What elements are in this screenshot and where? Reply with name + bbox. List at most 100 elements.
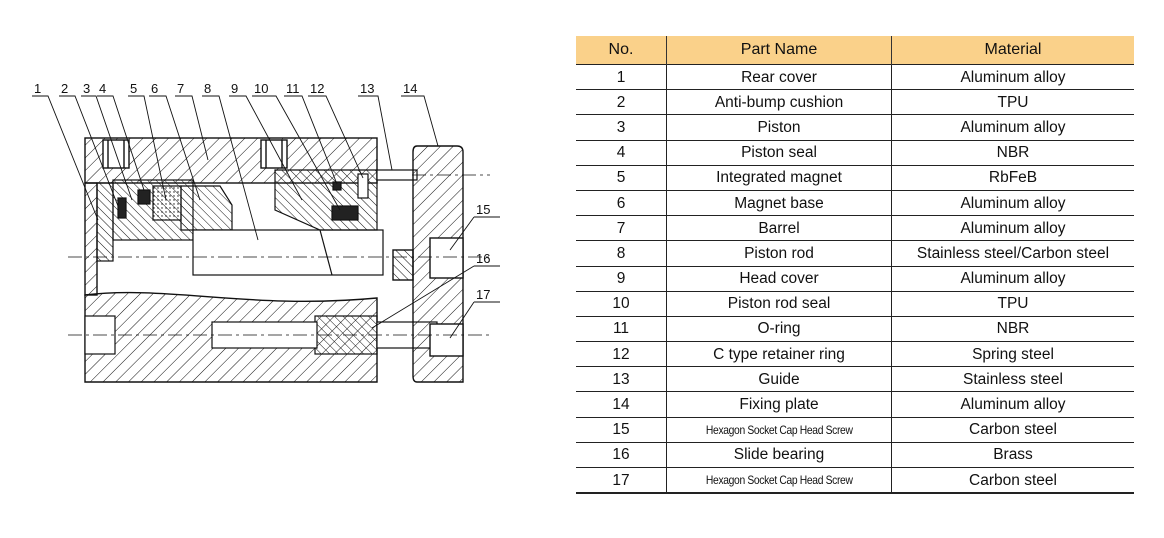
cell-part-name: Rear cover: [666, 63, 892, 90]
cell-material: Aluminum alloy: [891, 391, 1134, 418]
leader-line-11: [284, 95, 338, 185]
cell-no: 8: [576, 240, 667, 266]
cell-material: Brass: [891, 441, 1134, 468]
callout-label-16: 16: [476, 251, 490, 266]
cell-part-name: Integrated magnet: [666, 164, 892, 191]
cell-no: 2: [576, 89, 667, 115]
leader-line-3: [81, 95, 133, 201]
cell-part-name: Hexagon Socket Cap Head Screw: [666, 416, 892, 443]
leader-line-8: [202, 95, 259, 241]
leader-line-14: [401, 95, 439, 147]
cell-no: 10: [576, 290, 667, 317]
cell-material: Aluminum alloy: [891, 215, 1134, 241]
callout-label-12: 12: [310, 81, 324, 96]
callout-label-15: 15: [476, 202, 490, 217]
cell-material: Aluminum alloy: [891, 63, 1134, 90]
cell-no: 16: [576, 441, 667, 468]
cell-no: 1: [576, 63, 667, 90]
leader-line-12: [308, 95, 364, 179]
cell-material: TPU: [891, 89, 1134, 115]
cell-material: Carbon steel: [891, 416, 1134, 443]
cell-material: Stainless steel: [891, 366, 1134, 392]
cell-part-name: C type retainer ring: [666, 341, 892, 367]
cell-material: NBR: [891, 139, 1134, 166]
callout-label-2: 2: [61, 81, 68, 96]
cell-no: 11: [576, 315, 667, 342]
leader-line-5: [128, 95, 167, 201]
cell-part-name: Fixing plate: [666, 391, 892, 418]
header-no: No.: [576, 36, 667, 65]
leader-line-10: [252, 95, 341, 211]
part-name-text: Hexagon Socket Cap Head Screw: [705, 473, 853, 488]
callout-label-11: 11: [286, 81, 300, 96]
cell-no: 5: [576, 164, 667, 191]
leader-line-7: [175, 95, 209, 161]
cell-part-name: Magnet base: [666, 189, 892, 216]
cell-part-name: Head cover: [666, 265, 892, 292]
cell-no: 17: [576, 467, 667, 495]
cell-no: 14: [576, 391, 667, 418]
fixing-plate: [392, 145, 464, 383]
cell-part-name: Piston rod seal: [666, 290, 892, 317]
cell-no: 12: [576, 341, 667, 367]
callout-label-3: 3: [83, 81, 90, 96]
cell-material: RbFeB: [891, 164, 1134, 191]
callout-label-4: 4: [99, 81, 106, 96]
cell-part-name: Slide bearing: [666, 441, 892, 468]
cell-material: Aluminum alloy: [891, 189, 1134, 216]
callout-label-17: 17: [476, 287, 490, 302]
cell-material: Aluminum alloy: [891, 114, 1134, 141]
callout-label-10: 10: [254, 81, 268, 96]
cell-material: Spring steel: [891, 341, 1134, 367]
leader-line-4: [97, 95, 145, 191]
cell-no: 6: [576, 189, 667, 216]
leader-line-9: [229, 95, 303, 201]
callout-label-14: 14: [403, 81, 417, 96]
leader-line-15: [449, 216, 500, 251]
table-header-row: No. Part Name Material: [576, 36, 1134, 65]
cell-part-name: Piston seal: [666, 139, 892, 166]
callout-label-7: 7: [177, 81, 184, 96]
callout-label-8: 8: [204, 81, 211, 96]
cell-material: NBR: [891, 315, 1134, 342]
leader-line-2: [59, 95, 119, 207]
cell-no: 4: [576, 139, 667, 166]
leader-line-6: [149, 95, 201, 201]
cell-part-name: Barrel: [666, 215, 892, 241]
leader-line-16: [371, 265, 500, 329]
callout-label-1: 1: [34, 81, 41, 96]
cell-material: TPU: [891, 290, 1134, 317]
cell-no: 3: [576, 114, 667, 141]
cell-part-name: Piston rod: [666, 240, 892, 266]
cell-no: 7: [576, 215, 667, 241]
callout-label-5: 5: [130, 81, 137, 96]
leader-line-1: [32, 95, 99, 221]
cell-material: Stainless steel/Carbon steel: [891, 240, 1134, 266]
cell-material: Aluminum alloy: [891, 265, 1134, 292]
header-material: Material: [891, 36, 1134, 65]
cell-no: 13: [576, 366, 667, 392]
cell-no: 15: [576, 416, 667, 443]
cell-part-name: Anti-bump cushion: [666, 89, 892, 115]
callout-label-6: 6: [151, 81, 158, 96]
cell-no: 9: [576, 265, 667, 292]
leader-line-13: [358, 95, 393, 171]
center-lines: [68, 174, 490, 336]
cell-part-name: O-ring: [666, 315, 892, 342]
cell-part-name: Hexagon Socket Cap Head Screw: [666, 467, 892, 495]
